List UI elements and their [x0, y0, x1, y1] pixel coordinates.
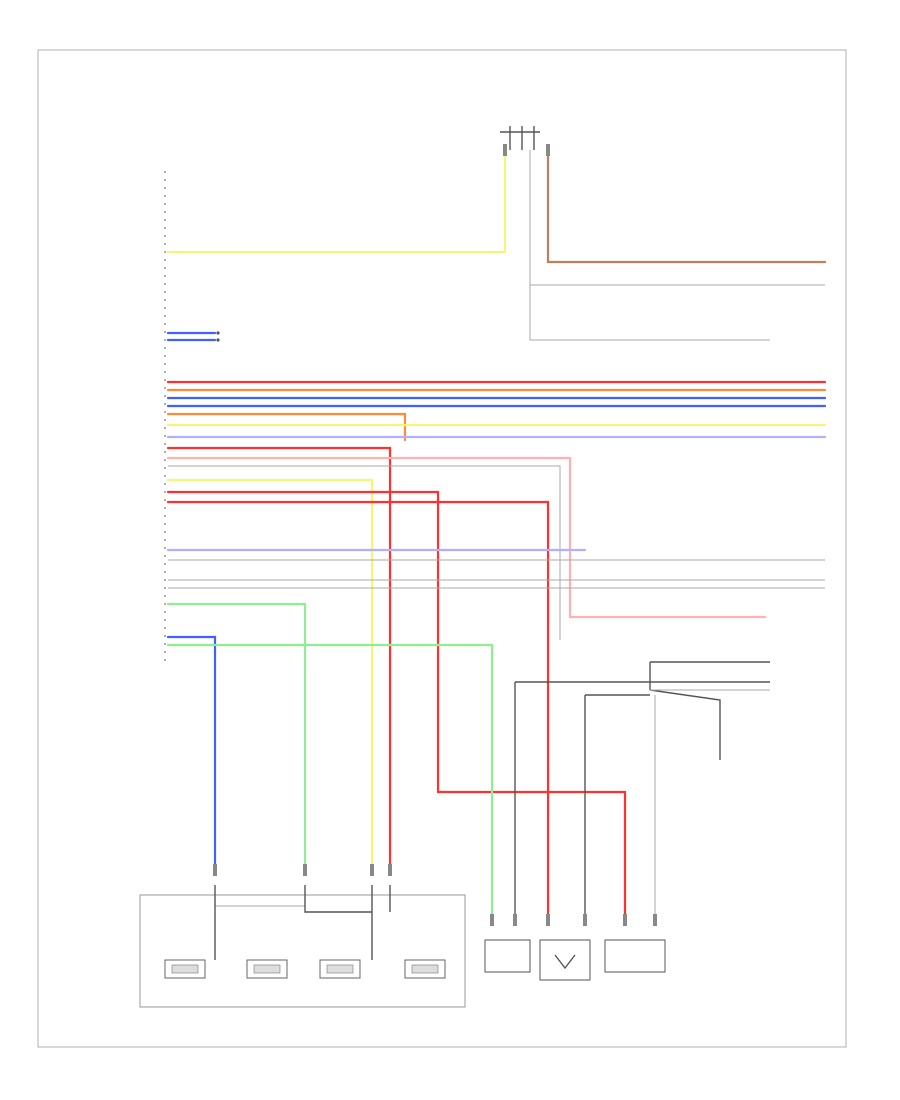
diagram-frame [37, 49, 847, 1048]
connector-pin [164, 563, 166, 565]
left-connector-pins [164, 171, 166, 661]
connector-pin [164, 395, 166, 397]
sensor-group-frame [139, 894, 466, 1008]
connector-pin [164, 427, 166, 429]
connector-pin [164, 331, 166, 333]
seat-sensor [164, 959, 206, 979]
connector-pin [164, 659, 166, 661]
seat-sensor-element [411, 964, 439, 974]
connector-pin [164, 443, 166, 445]
seat-sensor [246, 959, 288, 979]
connector-pin [164, 539, 166, 541]
connector-pin [164, 219, 166, 221]
connector-pin [164, 643, 166, 645]
power-feed-wire [166, 148, 507, 254]
connector-pin [164, 339, 166, 341]
wire-terminal [503, 144, 507, 156]
connector-pin [164, 515, 166, 517]
connector-pin [164, 459, 166, 461]
connector-pin [164, 555, 166, 557]
connector-pin [164, 603, 166, 605]
connector-pin [164, 275, 166, 277]
connector-pin [164, 299, 166, 301]
connector-pin [164, 243, 166, 245]
connector-pin [164, 523, 166, 525]
connector-pin [164, 363, 166, 365]
connector-pin [164, 451, 166, 453]
seat-sensor-element [171, 964, 199, 974]
connector-pin [164, 419, 166, 421]
seat-sensor-element [253, 964, 281, 974]
connector-pin [164, 307, 166, 309]
connector-pin [164, 251, 166, 253]
connector-pin [164, 507, 166, 509]
connector-pin [164, 227, 166, 229]
right-ground-wires [514, 661, 770, 920]
connector-pin [164, 467, 166, 469]
connector-pin [164, 387, 166, 389]
wire-terminal [623, 914, 627, 926]
connector-pin [164, 403, 166, 405]
connector-pin [164, 195, 166, 197]
connector-pin [164, 411, 166, 413]
connector-pin [164, 283, 166, 285]
belt-pins [166, 331, 220, 342]
connector-pin [164, 611, 166, 613]
wire-terminal [653, 914, 657, 926]
wire-terminal [490, 914, 494, 926]
connector-pin [164, 619, 166, 621]
connector-pin [164, 291, 166, 293]
seat-sensor-group [139, 885, 466, 1008]
seat-sensor-element [326, 964, 354, 974]
belt-pin-dot [216, 331, 220, 335]
connector-pin [164, 267, 166, 269]
wire-terminal [513, 914, 517, 926]
connector-terminals [213, 144, 657, 926]
connector-pin [164, 355, 166, 357]
wire-terminal [388, 864, 392, 876]
connector-pin [164, 203, 166, 205]
connector-pin [164, 595, 166, 597]
connector-pin [164, 587, 166, 589]
wire-terminal [213, 864, 217, 876]
connector-pin [164, 627, 166, 629]
belt-pin-dot [216, 338, 220, 342]
fuse-block [500, 126, 827, 341]
seat-sensor [404, 959, 446, 979]
bottom-connectors [484, 939, 666, 981]
connector-pin [164, 315, 166, 317]
connector-pin [164, 499, 166, 501]
seat-sensor [319, 959, 361, 979]
connector-pin [164, 579, 166, 581]
wire-terminal [546, 914, 550, 926]
connector-pin [164, 491, 166, 493]
connector-pin [164, 483, 166, 485]
connector-pin [164, 571, 166, 573]
signal-bus [166, 380, 827, 922]
connector-pin [164, 379, 166, 381]
connector-pin [164, 547, 166, 549]
connector-pin [164, 531, 166, 533]
connector-pin [164, 371, 166, 373]
connector-pin [164, 235, 166, 237]
connector-pin [164, 347, 166, 349]
wire-terminal [303, 864, 307, 876]
connector-pin [164, 211, 166, 213]
connector-pin [164, 171, 166, 173]
connector-pin [164, 259, 166, 261]
connector-pin [164, 187, 166, 189]
wire-terminal [546, 144, 550, 156]
wire-terminal [370, 864, 374, 876]
connector-pin [164, 435, 166, 437]
connector-pin [164, 475, 166, 477]
connector-pin [164, 651, 166, 653]
connector-pin [164, 635, 166, 637]
connector-pin [164, 323, 166, 325]
connector-pin [164, 179, 166, 181]
wire-terminal [583, 914, 587, 926]
